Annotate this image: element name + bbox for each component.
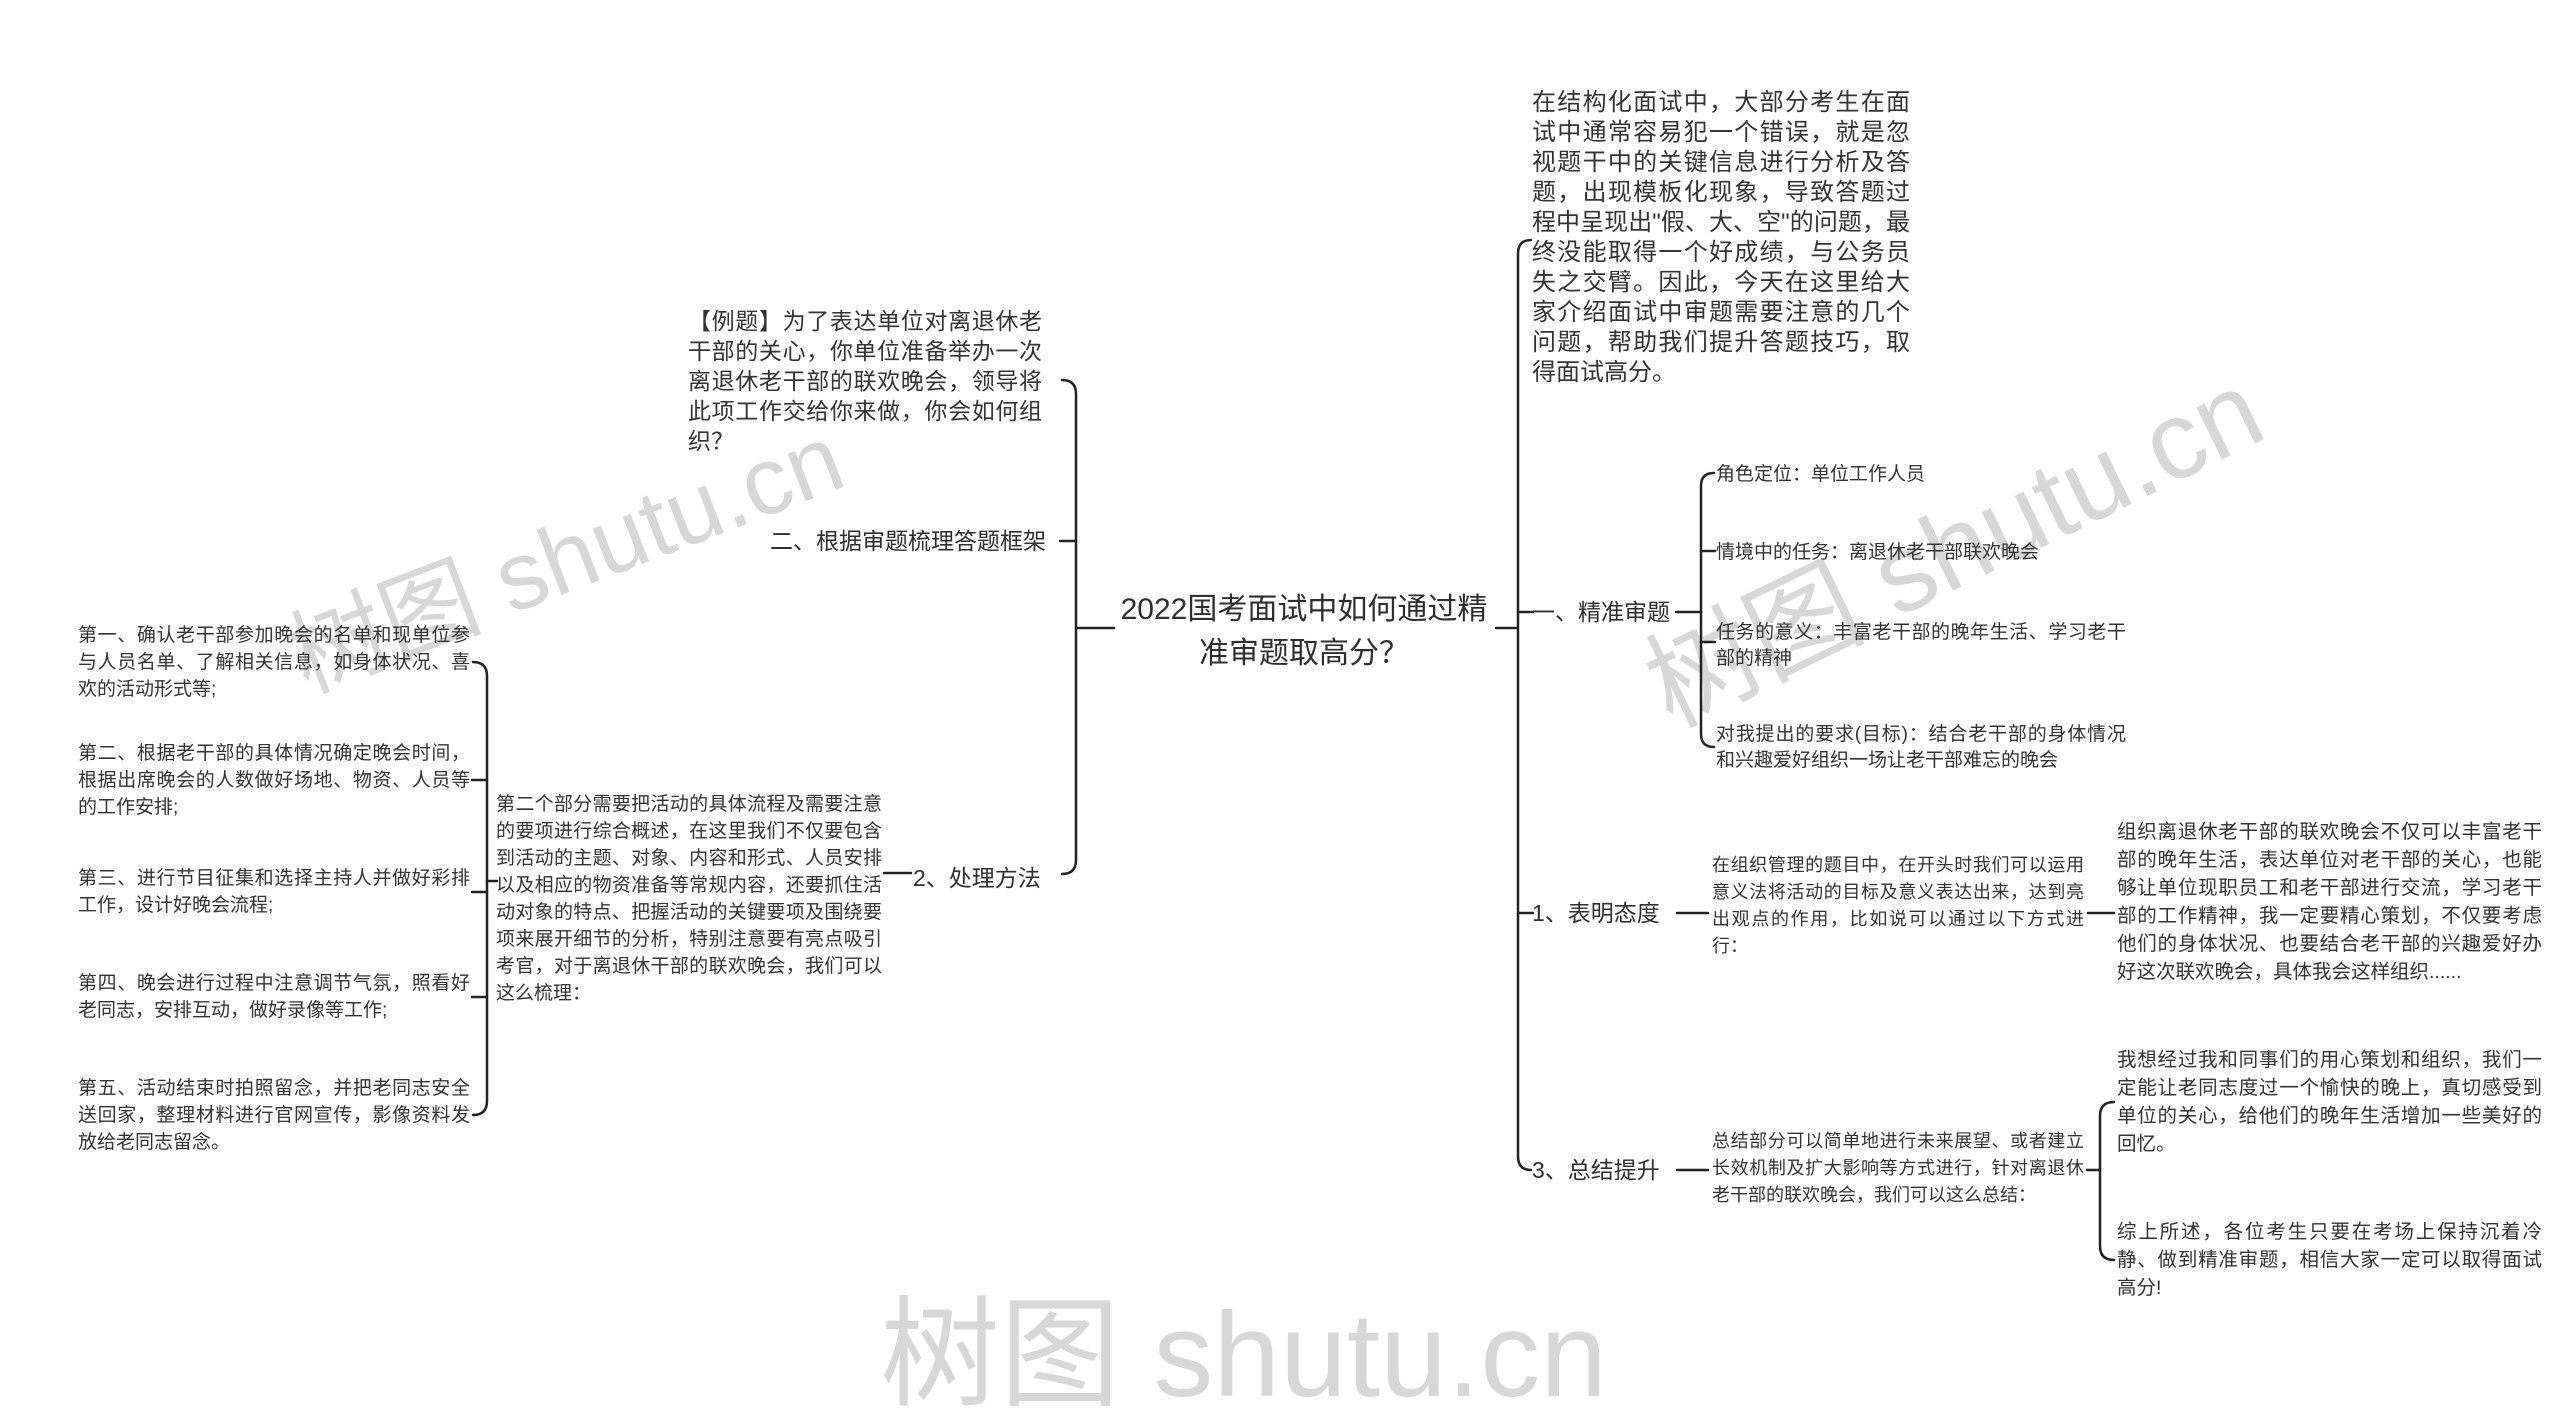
sub-item-meaning[interactable]: 任务的意义：丰富老干部的晚年生活、学习老干部的精神 xyxy=(1716,622,2126,669)
step-item-5[interactable]: 第五、活动结束时拍照留念，并把老同志安全送回家，整理材料进行官网宣传，影像资料发… xyxy=(78,1078,470,1153)
connector-lines xyxy=(470,238,2116,1262)
branch-label-summary[interactable]: 3、总结提升 xyxy=(1532,1157,1660,1183)
summary-detail-1[interactable]: 我想经过我和同事们的用心策划和组织，我们一定能让老同志度过一个愉快的晚上，真切感… xyxy=(2117,1049,2542,1155)
sub-item-task[interactable]: 情境中的任务：离退休老干部联欢晚会 xyxy=(1716,542,2040,563)
summary-note[interactable]: 总结部分可以简单地进行未来展望、或者建立长效机制及扩大影响等方式进行，针对离退休… xyxy=(1712,1131,2084,1205)
branch-label-framework[interactable]: 二、根据审题梳理答题框架 xyxy=(770,528,1046,554)
sub-item-role[interactable]: 角色定位：单位工作人员 xyxy=(1716,464,1926,485)
step-item-2[interactable]: 第二、根据老干部的具体情况确定晚会时间，根据出席晚会的人数做好场地、物资、人员等… xyxy=(78,743,470,818)
intro-note[interactable]: 在结构化面试中，大部分考生在面试中通常容易犯一个错误，就是忽视题干中的关键信息进… xyxy=(1532,89,1910,386)
step-item-4[interactable]: 第四、晚会进行过程中注意调节气氛，照看好老同志，安排互动，做好录像等工作; xyxy=(78,973,470,1021)
method-note[interactable]: 第二个部分需要把活动的具体流程及需要注意的要项进行综合概述，在这里我们不仅要包含… xyxy=(496,794,882,1004)
sub-item-goal[interactable]: 对我提出的要求(目标)：结合老干部的身体情况和兴趣爱好组织一场让老干部难忘的晚会 xyxy=(1716,724,2126,771)
summary-detail-2[interactable]: 综上所述，各位考生只要在考场上保持沉着冷静、做到精准审题，相信大家一定可以取得面… xyxy=(2117,1221,2542,1299)
attitude-note[interactable]: 在组织管理的题目中，在开头时我们可以运用意义法将活动的目标及意义表达出来，达到亮… xyxy=(1712,855,2084,956)
central-topic[interactable]: 2022国考面试中如何通过精准审题取高分？ xyxy=(1120,593,1488,670)
branch-label-state-attitude[interactable]: 1、表明态度 xyxy=(1532,900,1660,926)
step-item-3[interactable]: 第三、进行节目征集和选择主持人并做好彩排工作，设计好晚会流程; xyxy=(78,868,470,916)
mindmap-canvas: { "watermark": { "text": "树图 shutu.cn" }… xyxy=(78,89,2542,1415)
step-item-1[interactable]: 第一、确认老干部参加晚会的名单和现单位参与人员名单、了解相关信息，如身体状况、喜… xyxy=(78,625,470,700)
attitude-detail[interactable]: 组织离退休老干部的联欢晚会不仅可以丰富老干部的晚年生活，表达单位对老干部的关心，… xyxy=(2117,821,2542,983)
example-question[interactable]: 【例题】为了表达单位对离退休老干部的关心，你单位准备举办一次离退休老干部的联欢晚… xyxy=(688,308,1042,454)
branch-label-method[interactable]: 2、处理方法 xyxy=(913,865,1041,891)
branch-label-precise-review[interactable]: 一、精准审题 xyxy=(1532,599,1670,625)
